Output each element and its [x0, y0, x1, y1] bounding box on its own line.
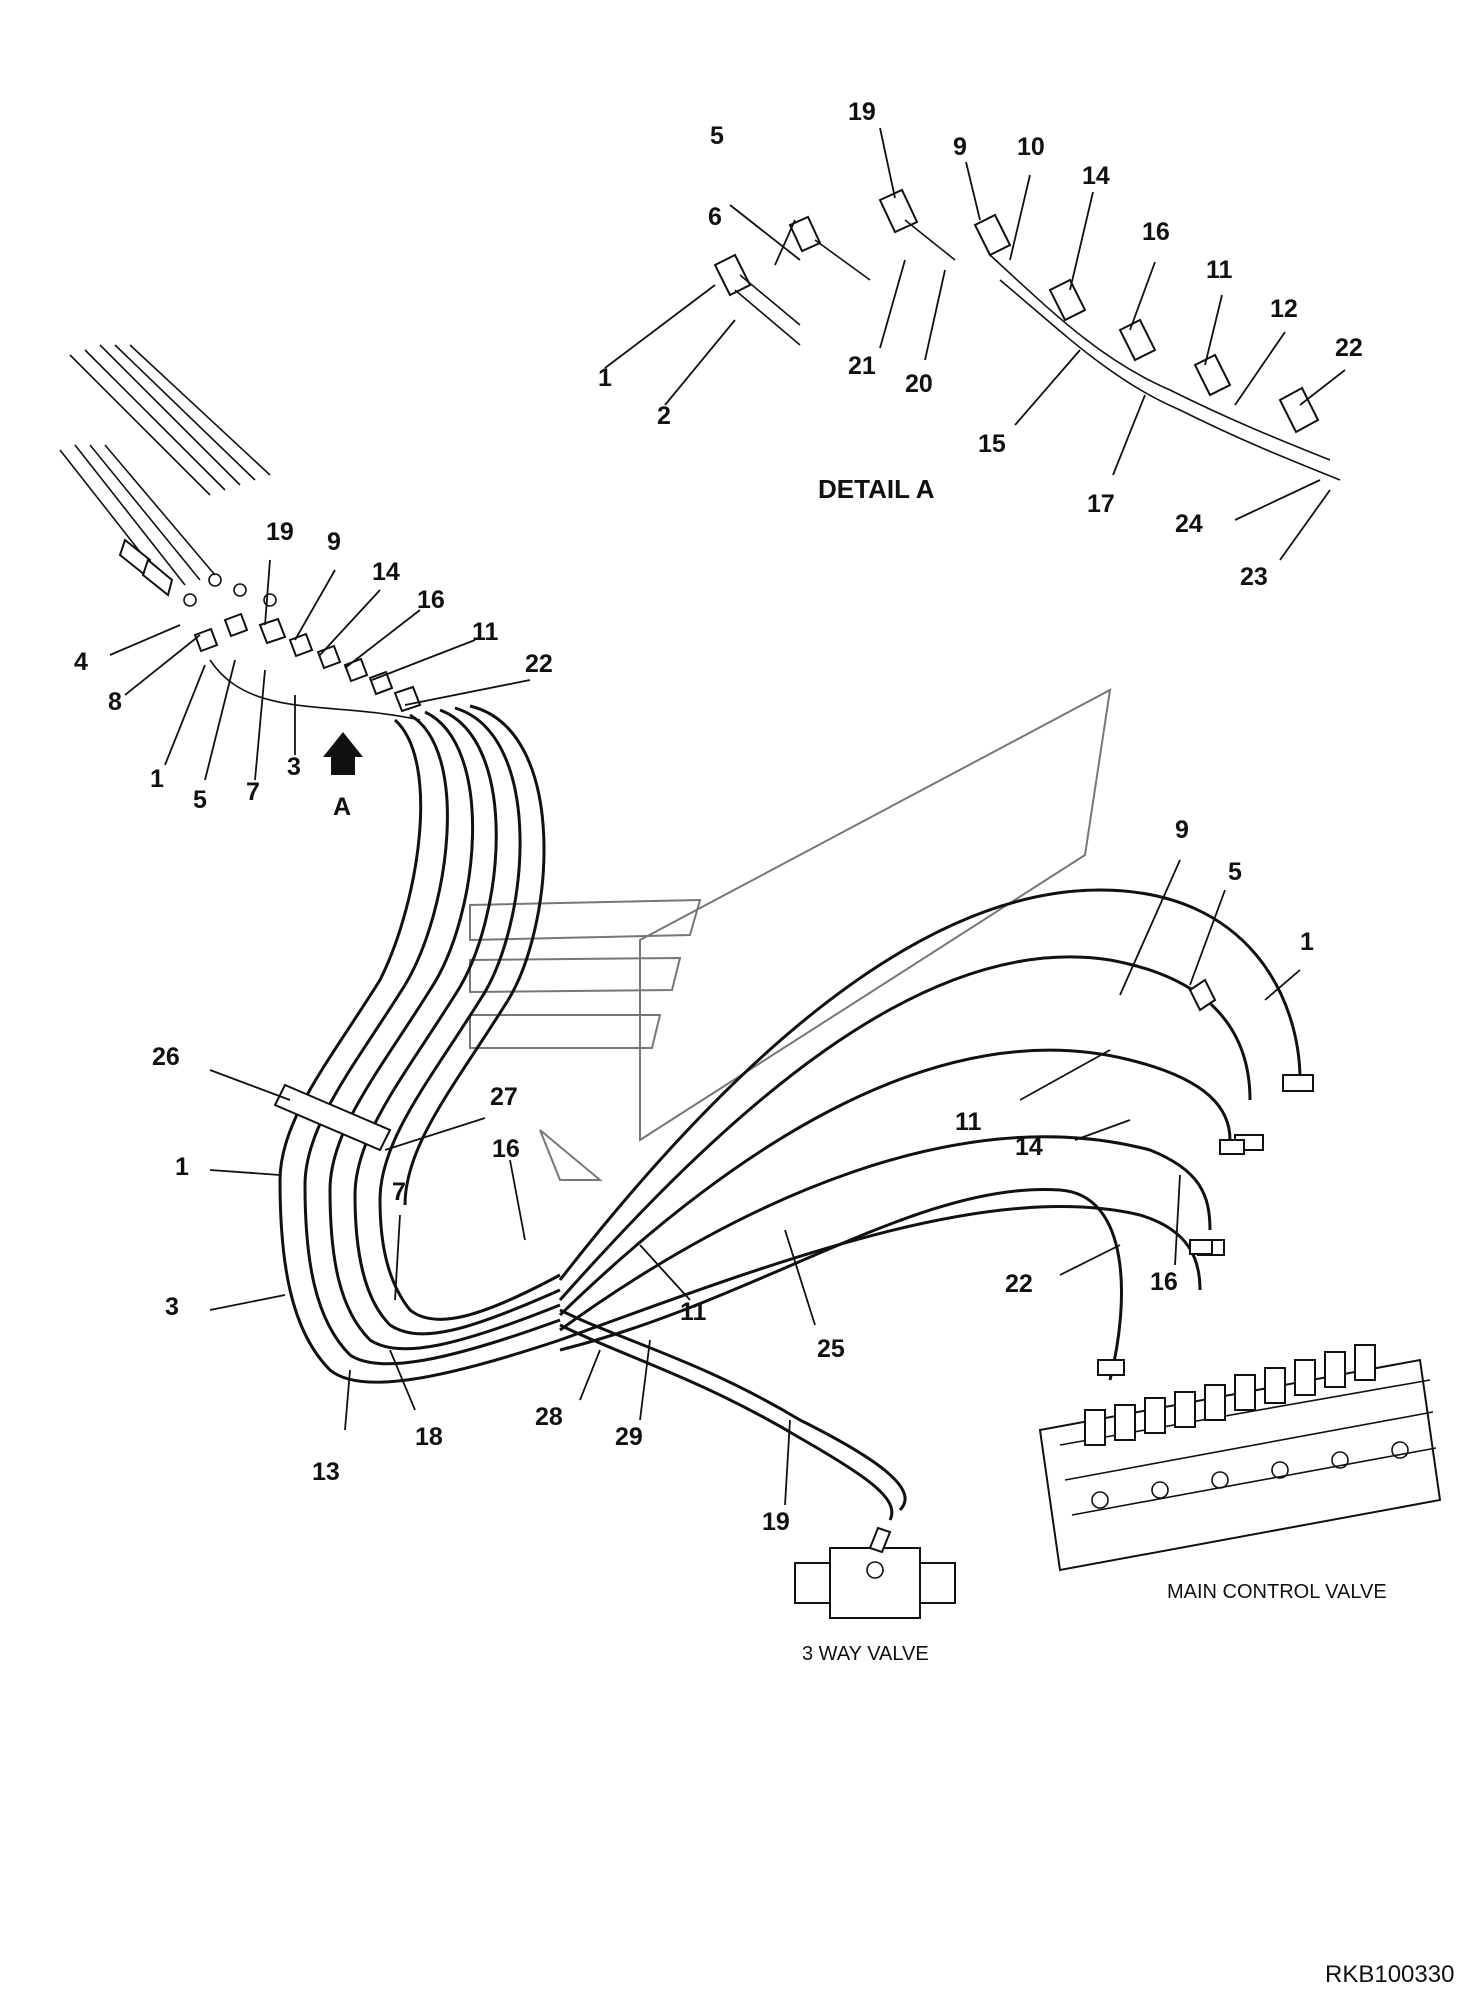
callout: 19	[762, 1508, 790, 1536]
callout: 17	[1087, 490, 1115, 518]
detail-title: DETAIL A	[818, 474, 935, 504]
callout: 28	[535, 1403, 563, 1431]
main-control-valve	[1038, 1344, 1442, 1572]
callout: 13	[312, 1458, 340, 1486]
main-control-valve-label: MAIN CONTROL VALVE	[1167, 1581, 1387, 1603]
callout: 5	[1228, 858, 1242, 886]
callout: 25	[817, 1335, 845, 1363]
callout: 22	[525, 650, 553, 678]
callout: 7	[392, 1178, 406, 1206]
callout: 26	[152, 1043, 180, 1071]
callout: 18	[415, 1423, 443, 1451]
callout: 19	[266, 518, 294, 546]
callout: 19	[848, 98, 876, 126]
watermark-logo	[469, 688, 1112, 1181]
callout: 11	[680, 1298, 707, 1326]
callout: 7	[246, 778, 260, 806]
callout: 23	[1240, 563, 1268, 591]
callout: 4	[74, 648, 88, 676]
callout: 1	[598, 364, 612, 392]
callout: 16	[1150, 1268, 1178, 1296]
callout: 16	[1142, 218, 1170, 246]
detail-a-drawing	[713, 188, 1341, 481]
callout: 16	[417, 586, 445, 614]
callout: 1	[1300, 928, 1314, 956]
upper-pipe-bundle	[59, 344, 277, 607]
detail-a-callouts: 19 5 9 10 14 6 16 11 12 22 1 21 2 20 15 …	[598, 98, 1363, 591]
callout: 11	[955, 1108, 982, 1136]
callout: 1	[150, 765, 164, 793]
leader-lines	[109, 127, 1346, 1506]
callout: 1	[175, 1153, 189, 1181]
callout: 6	[708, 203, 722, 231]
document-id: RKB100330	[1325, 1961, 1454, 1988]
callout: 9	[1175, 816, 1189, 844]
callout: 21	[848, 352, 876, 380]
callout: 11	[472, 618, 499, 646]
callout: 22	[1005, 1270, 1033, 1298]
callout: 20	[905, 370, 933, 398]
upper-fittings	[193, 612, 422, 775]
callout: 22	[1335, 334, 1363, 362]
callout: 9	[327, 528, 341, 556]
callout: 2	[657, 402, 671, 430]
callout: 24	[1175, 510, 1203, 538]
callout: 27	[490, 1083, 518, 1111]
three-way-valve	[794, 1526, 956, 1619]
upper-fittings-callouts: 19 9 14 16 11 22 4 8 1 5 7 3 A	[74, 518, 553, 821]
callout: 16	[492, 1135, 520, 1163]
view-arrow	[323, 732, 363, 775]
hose-bundle	[273, 704, 1314, 1521]
callout: 5	[193, 786, 207, 814]
callout: 5	[710, 122, 724, 150]
view-arrow-label: A	[333, 793, 351, 821]
callout: 29	[615, 1423, 643, 1451]
main-assembly-callouts: 9 5 1 26 27 16 1 7 3 11 14 22 16 11 25 2…	[152, 816, 1314, 1536]
callout: 8	[108, 688, 122, 716]
callout: 14	[372, 558, 400, 586]
callout: 14	[1082, 162, 1110, 190]
callout: 3	[287, 753, 301, 781]
callout: 15	[978, 430, 1006, 458]
callout: 10	[1017, 133, 1045, 161]
callout: 11	[1206, 256, 1233, 284]
callout: 14	[1015, 1133, 1043, 1161]
callout: 12	[1270, 295, 1298, 323]
callout: 9	[953, 133, 967, 161]
callout: 3	[165, 1293, 179, 1321]
three-way-valve-label: 3 WAY VALVE	[802, 1643, 929, 1665]
